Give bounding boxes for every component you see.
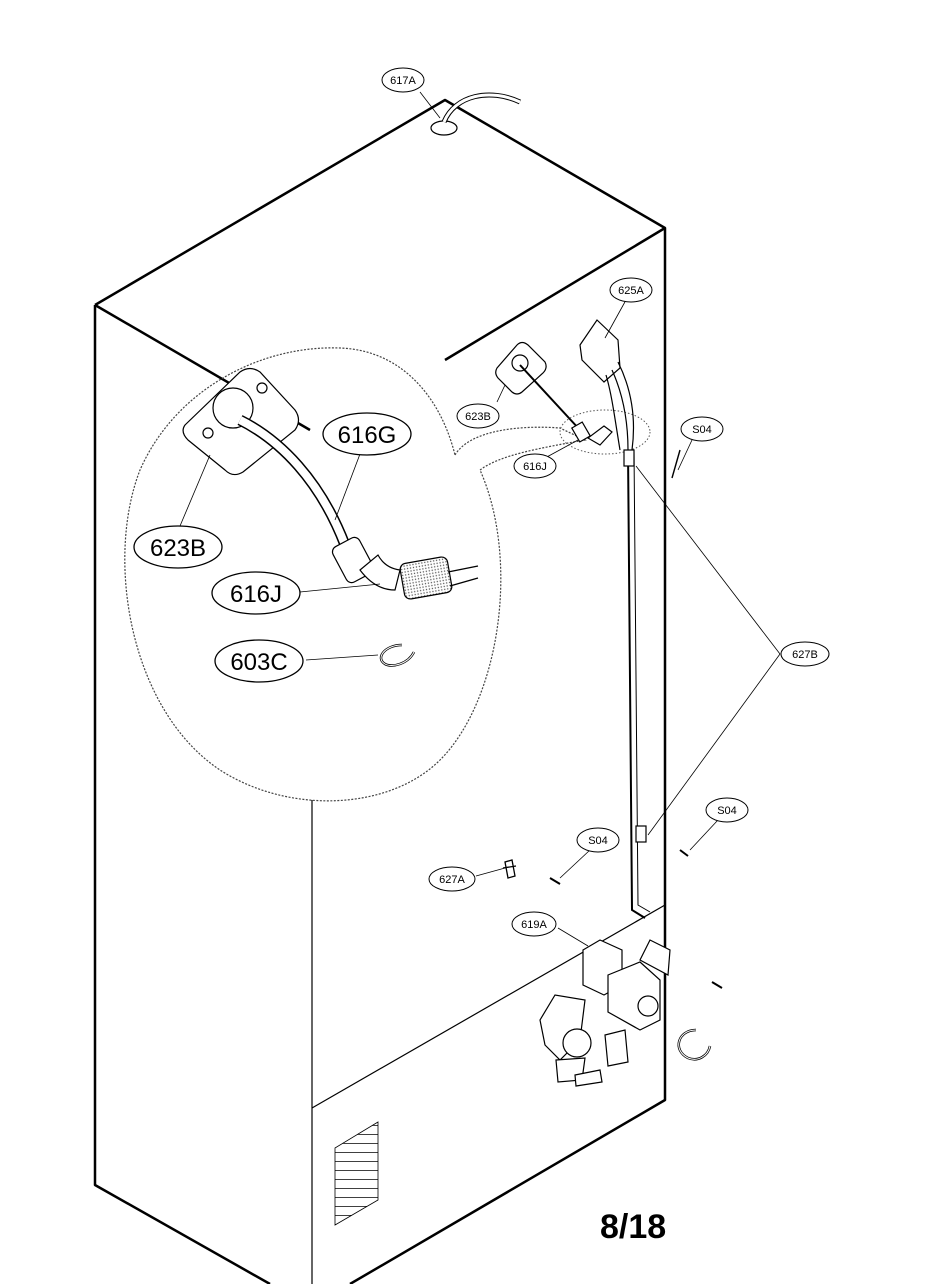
callout-text: 616J — [230, 581, 282, 608]
callout-616G-large: 616G — [322, 412, 412, 456]
screw-bracket — [711, 981, 723, 989]
callout-text: 623B — [465, 411, 491, 423]
clip-603C-large — [379, 643, 416, 667]
page-number: 8/18 — [600, 1208, 667, 1246]
vent-grille — [334, 1121, 379, 1226]
refrigerator-cabinet — [93, 98, 667, 1284]
callout-625A: 625A — [609, 277, 653, 303]
clip-lower — [677, 1028, 712, 1061]
callout-text: S04 — [717, 805, 737, 817]
callout-616J-large: 616J — [211, 571, 301, 615]
callout-text: S04 — [692, 424, 712, 436]
callout-627B: 627B — [780, 641, 830, 667]
callout-S04-b: S04 — [705, 797, 749, 823]
screw-S04-a — [671, 449, 681, 479]
callout-text: 619A — [521, 919, 547, 931]
callout-619A: 619A — [511, 911, 557, 937]
callout-623B-large: 623B — [133, 525, 223, 569]
callout-text: 627A — [439, 874, 465, 886]
callout-617A: 617A — [381, 67, 425, 93]
callout-text: 603C — [230, 649, 287, 676]
callout-text: 623B — [150, 535, 206, 562]
water-valve-619A — [539, 939, 671, 1087]
callout-627A: 627A — [428, 866, 476, 892]
connector-616J-large — [331, 536, 479, 600]
callout-text: 625A — [618, 285, 644, 297]
callout-text: 616G — [338, 422, 397, 449]
connector-616J-small — [570, 421, 613, 446]
callout-603C-large: 603C — [214, 639, 304, 683]
callout-623B-small: 623B — [456, 403, 500, 429]
callout-text: 627B — [792, 649, 818, 661]
tube-616G-large — [237, 415, 351, 547]
focus-area — [559, 409, 651, 455]
callout-text: 616J — [523, 461, 547, 473]
callout-616J-small: 616J — [513, 453, 557, 479]
screw-S04-c — [679, 849, 689, 857]
screw-S04-b — [549, 877, 561, 885]
tap-box-625A — [579, 319, 635, 451]
callout-S04-a: S04 — [680, 416, 724, 442]
callout-text: 617A — [390, 75, 416, 87]
inlet-fitting-623B-small — [495, 341, 581, 431]
leader-lines — [179, 91, 781, 947]
water-line — [623, 449, 651, 919]
clamp-627A — [502, 859, 517, 879]
hose-617A — [430, 92, 522, 136]
callout-text: S04 — [588, 835, 608, 847]
callout-S04-c: S04 — [576, 827, 620, 853]
